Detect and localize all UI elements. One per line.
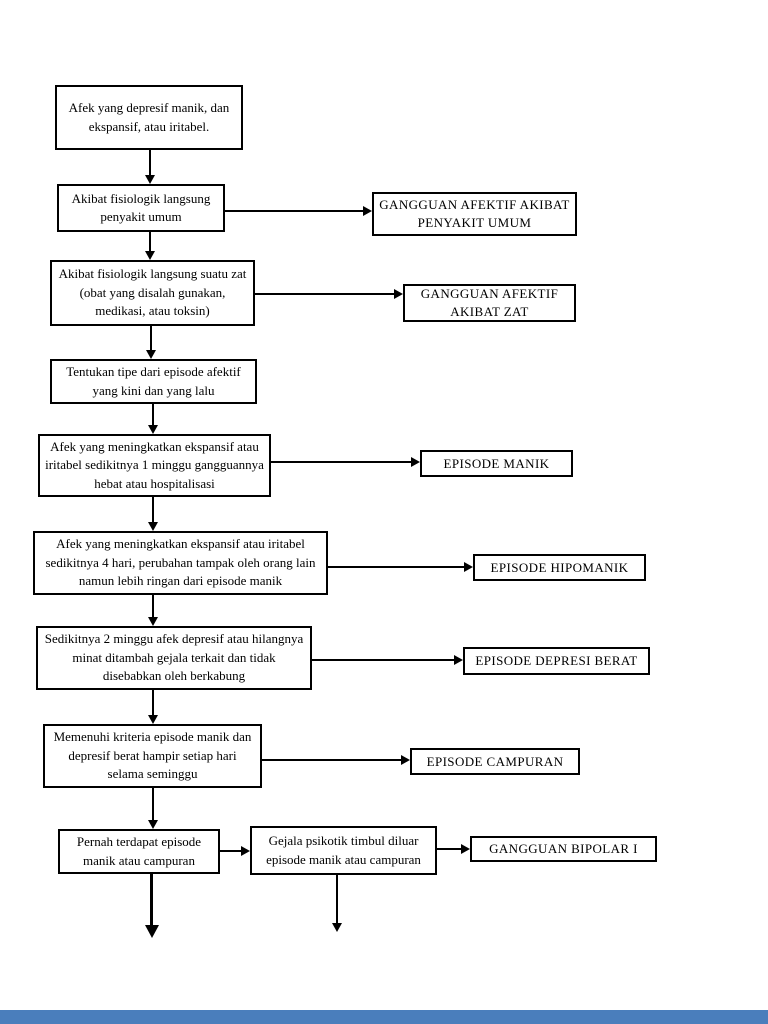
arrow-right-icon — [262, 754, 410, 765]
flow-step-kriteria-depresi: Sedikitnya 2 minggu afek depresif atau h… — [36, 626, 312, 690]
arrow-down-icon — [144, 150, 155, 184]
flow-step-tentukan-tipe: Tentukan tipe dari episode afektif yang … — [50, 359, 257, 404]
arrow-down-icon — [331, 875, 342, 932]
flow-outcome-episode-hipomanik: EPISODE HIPOMANIK — [473, 554, 646, 581]
arrow-down-icon — [147, 690, 158, 724]
arrow-right-icon — [255, 288, 403, 299]
arrow-down-bold-icon — [144, 874, 159, 938]
flow-step-kriteria-campuran: Memenuhi kriteria episode manik dan depr… — [43, 724, 262, 788]
viewer-footer-bar — [0, 1010, 768, 1024]
flow-step-akibat-zat: Akibat fisiologik langsung suatu zat (ob… — [50, 260, 255, 326]
arrow-right-icon — [437, 843, 470, 854]
arrow-right-icon — [225, 205, 372, 216]
flow-outcome-gangguan-bipolar-1: GANGGUAN BIPOLAR I — [470, 836, 657, 862]
arrow-right-icon — [220, 845, 250, 856]
flow-outcome-episode-manik: EPISODE MANIK — [420, 450, 573, 477]
flow-step-kriteria-manik: Afek yang meningkatkan ekspansif atau ir… — [38, 434, 271, 497]
arrow-right-icon — [312, 654, 463, 665]
flow-step-afek-depresif: Afek yang depresif manik, dan ekspansif,… — [55, 85, 243, 150]
arrow-down-icon — [147, 497, 158, 531]
flow-outcome-episode-depresi-berat: EPISODE DEPRESI BERAT — [463, 647, 650, 675]
flow-step-akibat-penyakit-umum: Akibat fisiologik langsung penyakit umum — [57, 184, 225, 232]
arrow-down-icon — [145, 326, 156, 359]
flow-step-gejala-psikotik: Gejala psikotik timbul diluar episode ma… — [250, 826, 437, 875]
flow-outcome-gangguan-afektif-penyakit-umum: GANGGUAN AFEKTIF AKIBAT PENYAKIT UMUM — [372, 192, 577, 236]
arrow-down-icon — [147, 404, 158, 434]
flow-outcome-gangguan-afektif-zat: GANGGUAN AFEKTIF AKIBAT ZAT — [403, 284, 576, 322]
flow-outcome-episode-campuran: EPISODE CAMPURAN — [410, 748, 580, 775]
arrow-right-icon — [328, 561, 473, 572]
flow-step-pernah-episode: Pernah terdapat episode manik atau campu… — [58, 829, 220, 874]
arrow-right-icon — [271, 456, 420, 467]
flow-step-kriteria-hipomanik: Afek yang meningkatkan ekspansif atau ir… — [33, 531, 328, 595]
arrow-down-icon — [147, 595, 158, 626]
arrow-down-icon — [147, 788, 158, 829]
arrow-down-icon — [144, 232, 155, 260]
